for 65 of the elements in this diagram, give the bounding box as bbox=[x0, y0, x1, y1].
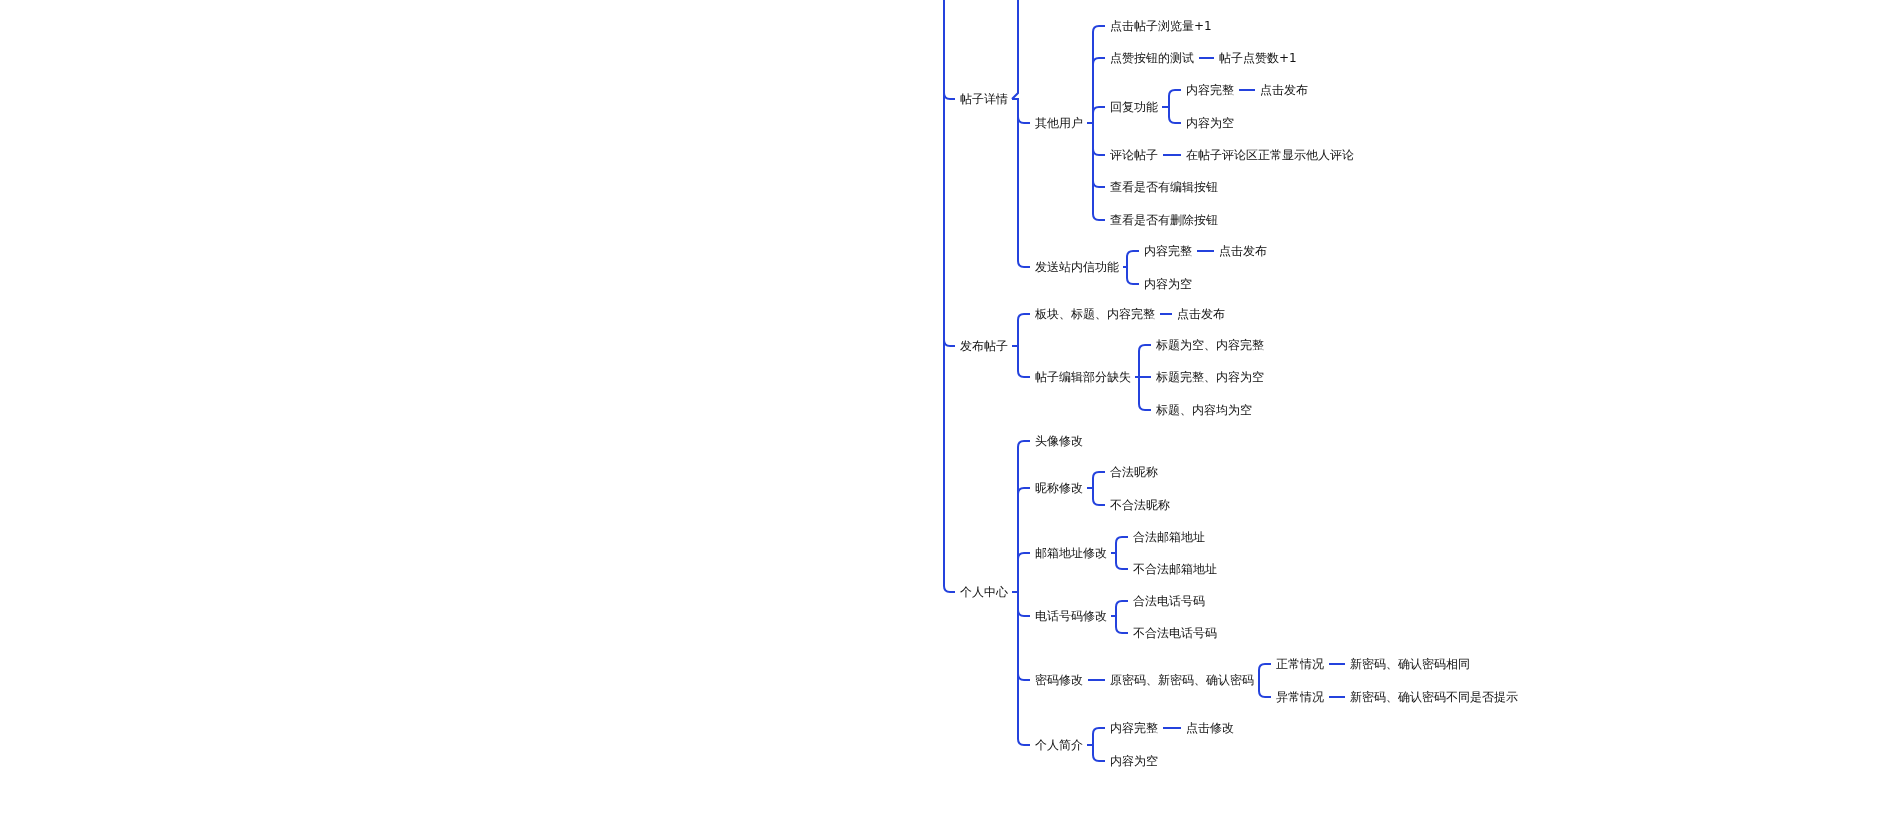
topic-label: 内容完整 bbox=[1185, 82, 1235, 98]
topic-label: 查看是否有编辑按钮 bbox=[1109, 179, 1219, 195]
topic-label: 点击发布 bbox=[1259, 82, 1309, 98]
connector-line bbox=[1011, 345, 1031, 378]
topic-label: 内容完整 bbox=[1143, 243, 1193, 259]
topic-label: 点击发布 bbox=[1176, 306, 1226, 322]
topic-label: 个人中心 bbox=[959, 584, 1009, 600]
connector-line bbox=[1122, 266, 1140, 285]
topic-label: 电话号码修改 bbox=[1034, 608, 1108, 624]
connector-line bbox=[1087, 679, 1106, 681]
topic-label: 发布帖子 bbox=[959, 338, 1009, 354]
topic-label: 点赞按钮的测试 bbox=[1109, 50, 1195, 66]
topic-label: 其他用户 bbox=[1034, 115, 1084, 131]
topic-label: 评论帖子 bbox=[1109, 147, 1159, 163]
connector-line bbox=[1159, 313, 1173, 315]
connector-line bbox=[1086, 487, 1106, 506]
topic-label: 合法电话号码 bbox=[1132, 593, 1206, 609]
topic-label: 头像修改 bbox=[1034, 433, 1084, 449]
topic-label: 标题、内容均为空 bbox=[1155, 402, 1253, 418]
connector-line bbox=[1257, 679, 1272, 698]
connector-line bbox=[1162, 727, 1182, 729]
topic-label: 内容为空 bbox=[1185, 115, 1235, 131]
connector-line bbox=[1328, 663, 1346, 665]
topic-label: 不合法昵称 bbox=[1109, 497, 1171, 513]
topic-label: 新密码、确认密码不同是否提示 bbox=[1349, 689, 1519, 705]
topic-label: 正常情况 bbox=[1275, 656, 1325, 672]
topic-label: 异常情况 bbox=[1275, 689, 1325, 705]
topic-label: 点击修改 bbox=[1185, 720, 1235, 736]
topic-label: 不合法邮箱地址 bbox=[1132, 561, 1218, 577]
topic-label: 内容为空 bbox=[1143, 276, 1193, 292]
connector-line bbox=[1257, 663, 1272, 681]
connector-line bbox=[1086, 744, 1106, 762]
connector-line bbox=[1134, 376, 1152, 411]
connector-line bbox=[1328, 696, 1346, 698]
connector-line bbox=[1086, 122, 1106, 221]
topic-label: 发送站内信功能 bbox=[1034, 259, 1120, 275]
connector-line bbox=[1110, 552, 1129, 570]
connector-line bbox=[1196, 250, 1215, 252]
topic-label: 不合法电话号码 bbox=[1132, 625, 1218, 641]
topic-label: 内容完整 bbox=[1109, 720, 1159, 736]
topic-label: 合法昵称 bbox=[1109, 464, 1159, 480]
topic-label: 密码修改 bbox=[1034, 672, 1084, 688]
topic-label: 新密码、确认密码相同 bbox=[1349, 656, 1471, 672]
topic-label: 点击帖子浏览量+1 bbox=[1109, 18, 1213, 34]
connector-line bbox=[1238, 89, 1256, 91]
topic-label: 点击发布 bbox=[1218, 243, 1268, 259]
topic-label: 标题为空、内容完整 bbox=[1155, 337, 1265, 353]
topic-label: 内容为空 bbox=[1109, 753, 1159, 769]
topic-label: 邮箱地址修改 bbox=[1034, 545, 1108, 561]
topic-label: 昵称修改 bbox=[1034, 480, 1084, 496]
connector-line bbox=[1161, 106, 1182, 124]
topic-label: 板块、标题、内容完整 bbox=[1034, 306, 1156, 322]
topic-label: 在帖子评论区正常显示他人评论 bbox=[1185, 147, 1355, 163]
topic-label: 帖子详情 bbox=[959, 91, 1009, 107]
topic-label: 个人简介 bbox=[1034, 737, 1084, 753]
topic-label: 回复功能 bbox=[1109, 99, 1159, 115]
topic-label: 标题完整、内容为空 bbox=[1155, 369, 1265, 385]
topic-label: 合法邮箱地址 bbox=[1132, 529, 1206, 545]
topic-label: 帖子编辑部分缺失 bbox=[1034, 369, 1132, 385]
connector-line bbox=[1011, 0, 1019, 100]
topic-label: 帖子点赞数+1 bbox=[1218, 50, 1298, 66]
connector-line bbox=[1162, 154, 1182, 156]
topic-label: 原密码、新密码、确认密码 bbox=[1109, 672, 1255, 688]
topic-label: 查看是否有删除按钮 bbox=[1109, 212, 1219, 228]
connector-line bbox=[1198, 57, 1215, 59]
